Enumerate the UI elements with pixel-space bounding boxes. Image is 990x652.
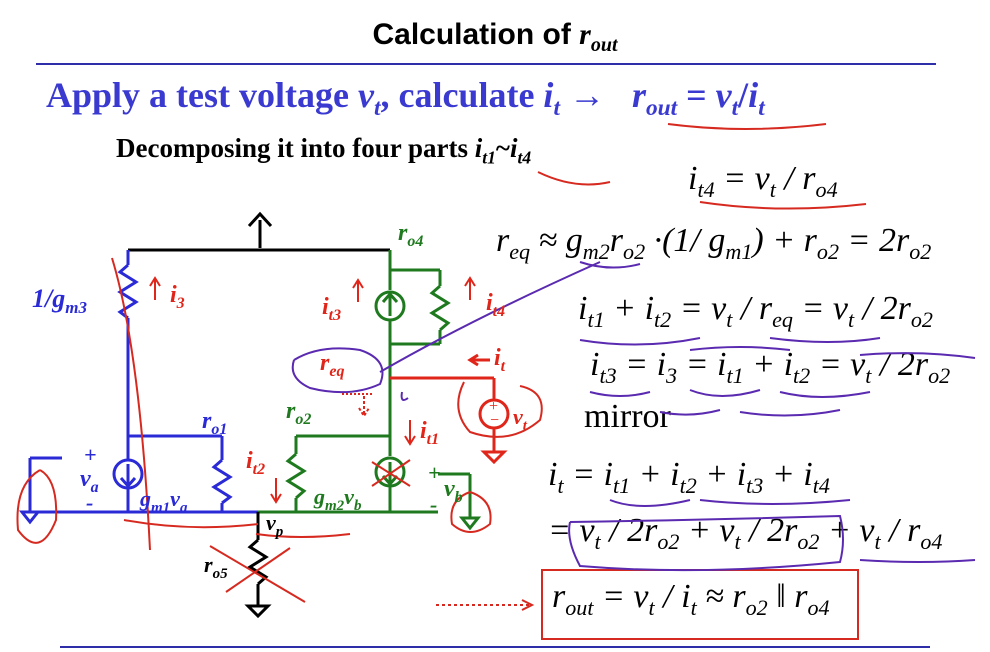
it-label: it: [494, 345, 506, 375]
current-arrows: [149, 276, 476, 504]
vp-label: vp: [266, 510, 284, 540]
it2-label: it2: [246, 448, 265, 478]
vdd-arrow: [247, 211, 273, 248]
it1-label: it1: [420, 418, 439, 448]
annotation-underlines: [436, 123, 976, 611]
equation-it3: it3 = i3 = it1 + it2 = vt / 2ro2: [590, 346, 951, 388]
vb-label: vb: [444, 476, 463, 506]
equation-it4: it4 = vt / ro4: [688, 160, 838, 202]
slide-title: Calculation of rout: [372, 18, 618, 56]
it4-label: it4: [486, 290, 505, 320]
ro1-label: ro1: [202, 408, 227, 438]
source-plus-sign: +: [489, 398, 498, 415]
i3-label: i3: [170, 282, 185, 312]
equation-it1-it2: it1 + it2 = vt / req = vt / 2ro2: [578, 290, 933, 332]
vt-label: vt: [513, 404, 528, 434]
purple-annotations: [291, 261, 601, 401]
test-voltage-source: [390, 353, 510, 465]
va-minus: -: [86, 490, 93, 515]
gm2vb-label: gm2vb: [313, 484, 362, 514]
equation-rout-result: rout = vt / it ≈ ro2 ‖ ro4: [552, 578, 830, 620]
red-annotations: [16, 257, 543, 603]
source-minus-sign: −: [490, 412, 499, 429]
va-plus: +: [84, 442, 97, 467]
req-label: req: [320, 350, 344, 380]
equation-it-values: = vt / 2ro2 + vt / 2ro2 + vt / ro4: [548, 512, 943, 554]
mirror-label: mirror: [584, 398, 671, 435]
ro4-label: ro4: [398, 220, 423, 250]
equation-req: req ≈ gm2ro2 ·(1/ gm1) + ro2 = 2ro2: [496, 222, 932, 264]
footer-rule: [60, 646, 930, 648]
title-underline: [36, 63, 936, 65]
equation-it-sum: it = it1 + it2 + it3 + it4: [548, 456, 830, 498]
subtitle-decompose: Decomposing it into four parts it1~it4: [116, 133, 532, 168]
gm1va-label: gm1va: [139, 486, 188, 516]
vb-minus: -: [430, 492, 437, 517]
va-label: va: [80, 466, 99, 496]
subtitle-apply-test-voltage: Apply a test voltage vt, calculate it → …: [46, 75, 765, 122]
it3-label: it3: [322, 294, 341, 324]
ro5-label: ro5: [204, 552, 228, 582]
ro2-label: ro2: [286, 398, 311, 428]
gm3-label: 1/gm3: [32, 284, 87, 317]
vb-plus: +: [428, 460, 441, 485]
